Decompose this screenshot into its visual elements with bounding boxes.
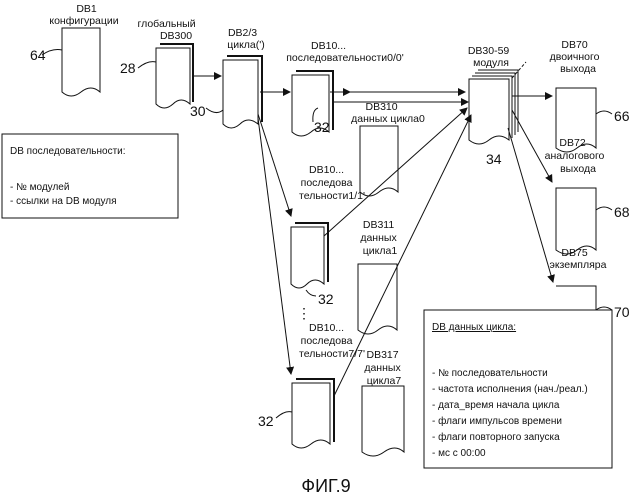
label-db10-7-l3: тельности7/7' bbox=[299, 348, 365, 360]
ref-66: 66 bbox=[614, 108, 630, 124]
label-db300-l1: глобальный bbox=[137, 18, 195, 30]
cycle-box-title: DB данных цикла: bbox=[432, 322, 516, 333]
label-db311-l3: цикла1 bbox=[363, 245, 398, 257]
figure-caption: ФИГ.9 bbox=[301, 476, 350, 496]
ref-68: 68 bbox=[614, 204, 630, 220]
ref-line-68 bbox=[596, 207, 612, 210]
label-db23-l2: цикла(') bbox=[227, 39, 265, 51]
ref-line-32b bbox=[306, 290, 316, 296]
block-db3059 bbox=[469, 70, 518, 144]
label-db300: глобальный DB300 bbox=[137, 18, 198, 42]
seq-box-title: DB последовательности: bbox=[10, 146, 126, 157]
label-db23-l1: DB2/3 bbox=[228, 27, 257, 39]
seq-box-item: - ссылки на DB модуля bbox=[10, 196, 116, 207]
cycle-box-item: - частота исполнения (нач./реал.) bbox=[432, 384, 588, 395]
cycle-box-item: - дата_время начала цикла bbox=[432, 400, 560, 411]
ref-30: 30 bbox=[190, 103, 206, 119]
ref-line-28 bbox=[138, 62, 156, 68]
label-db72-l1: DB72 bbox=[559, 137, 585, 149]
label-db75-l2: экземпляра bbox=[549, 259, 606, 271]
label-db70-l1: DB70 bbox=[561, 39, 587, 51]
label-db70: DB70 двоичного выхода bbox=[550, 39, 603, 75]
label-db310-l1: DB310 bbox=[365, 101, 397, 113]
ref-32b: 32 bbox=[318, 291, 334, 307]
ref-line-32c bbox=[276, 412, 292, 418]
label-db10-1-l1: DB10... bbox=[309, 164, 344, 176]
ref-34: 34 bbox=[486, 151, 502, 167]
label-db317-l1: DB317 bbox=[366, 349, 398, 361]
block-db311 bbox=[358, 264, 397, 334]
label-db317-l2: данных bbox=[364, 362, 401, 374]
ref-32a: 32 bbox=[314, 119, 330, 135]
ref-28: 28 bbox=[120, 60, 136, 76]
label-db10-1-l2: последова bbox=[301, 177, 353, 189]
label-db317-l3: цикла7 bbox=[367, 375, 402, 387]
label-db311-l1: DB311 bbox=[363, 219, 394, 231]
cycle-box-item: - № последовательности bbox=[432, 368, 548, 379]
label-db310: DB310 данных цикла0 bbox=[351, 101, 425, 125]
block-db317 bbox=[362, 386, 404, 456]
label-db1-l2: конфигурации bbox=[49, 15, 118, 27]
label-db311-l2: данных bbox=[360, 232, 397, 244]
cycle-box-item: - флаги импульсов времени bbox=[432, 415, 562, 427]
block-db1 bbox=[62, 28, 100, 96]
label-db10-0-l2: последовательности0/0' bbox=[286, 52, 404, 64]
label-db1: DB1 конфигурации bbox=[49, 3, 118, 27]
label-db3059-l1: DB30-59 bbox=[468, 45, 510, 57]
label-db317: DB317 данных цикла7 bbox=[364, 349, 403, 387]
block-db310 bbox=[360, 126, 398, 196]
label-db72-l2: аналогового bbox=[545, 150, 605, 162]
label-db23: DB2/3 цикла(') bbox=[227, 27, 265, 51]
label-db10-1-l3: тельности1/1' bbox=[299, 190, 365, 202]
cycle-box-item: - флаги повторного запуска bbox=[432, 431, 560, 443]
block-db10-7 bbox=[292, 379, 334, 448]
label-db310-l2: данных цикла0 bbox=[351, 113, 425, 125]
label-db1-l1: DB1 bbox=[76, 3, 97, 15]
block-db10-1 bbox=[291, 223, 328, 288]
ref-line-30 bbox=[206, 108, 223, 113]
ref-70: 70 bbox=[614, 304, 630, 320]
label-db10-7-l2: последова bbox=[301, 335, 353, 347]
label-db70-l2: двоичного bbox=[550, 51, 600, 63]
label-db300-l2: DB300 bbox=[160, 30, 192, 42]
label-db10-0: DB10... последовательности0/0' bbox=[286, 40, 404, 64]
ref-64: 64 bbox=[30, 47, 46, 63]
label-db311: DB311 данных цикла1 bbox=[360, 219, 399, 257]
label-db10-1: DB10... последова тельности1/1' bbox=[299, 164, 365, 202]
label-db70-l3: выхода bbox=[560, 63, 596, 75]
label-db10-0-l1: DB10... bbox=[311, 40, 346, 52]
label-db3059: DB30-59 модуля bbox=[468, 45, 512, 69]
label-db10-7: DB10... последова тельности7/7' bbox=[299, 322, 365, 360]
ellipsis-dots: ⋮ bbox=[297, 305, 311, 321]
block-db72 bbox=[556, 188, 596, 254]
label-db72-l3: выхода bbox=[560, 163, 596, 175]
label-db10-7-l1: DB10... bbox=[309, 322, 344, 334]
ref-line-66 bbox=[596, 111, 612, 114]
label-db3059-l2: модуля bbox=[473, 57, 509, 69]
cycle-box-item: - мс с 00:00 bbox=[432, 448, 486, 459]
block-db23 bbox=[223, 56, 262, 128]
label-db72: DB72 аналогового выхода bbox=[545, 137, 608, 175]
ref-32c: 32 bbox=[258, 413, 274, 429]
label-db75-l1: DB75 bbox=[561, 247, 587, 259]
seq-box-item: - № модулей bbox=[10, 182, 69, 193]
block-db300 bbox=[156, 44, 193, 108]
